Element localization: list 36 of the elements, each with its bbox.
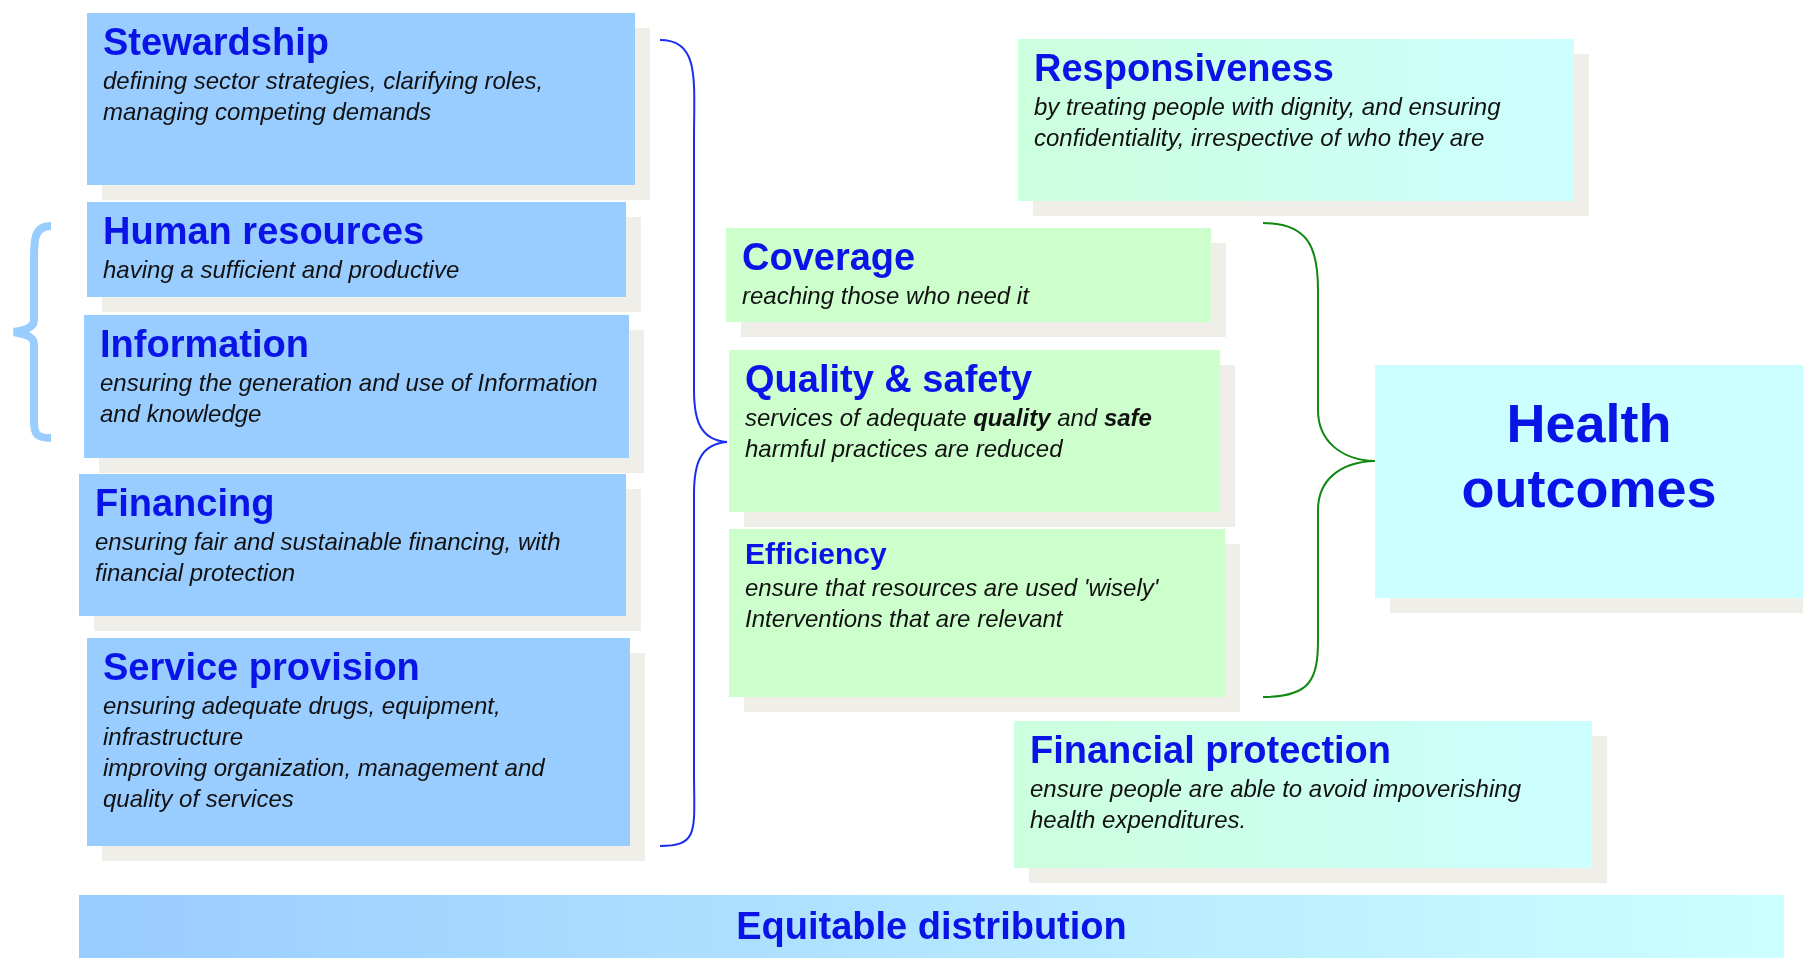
- box-description: having a sufficient and productive: [103, 254, 461, 285]
- category-box: [87, 13, 635, 185]
- box-description: managing competing demands: [103, 96, 433, 127]
- box-heading: Information: [100, 323, 310, 367]
- box-heading: Service provision: [103, 646, 421, 690]
- box-heading: Financial protection: [1030, 729, 1393, 773]
- category-box: [1014, 721, 1592, 868]
- box-description: ensure that resources are used 'wisely': [745, 572, 1160, 603]
- box-description: by treating people with dignity, and ensuring confidentiality, irrespective of who they are: [1034, 91, 1502, 153]
- box-heading: Stewardship: [103, 21, 330, 65]
- banner-bar: [79, 895, 1784, 958]
- box-heading: Equitable distribution: [736, 904, 1127, 949]
- box-description: ensure people are able to avoid impoverishing health expenditures.: [1030, 773, 1522, 835]
- box-heading: Human resources: [103, 210, 425, 254]
- box-description: defining sector strategies, clarifying roles,: [103, 65, 545, 96]
- box-description: Interventions that are relevant: [745, 603, 1064, 634]
- category-box: [87, 638, 630, 846]
- box-description: ensuring fair and sustainable financing, with financial protection: [95, 526, 562, 588]
- box-heading: Efficiency: [745, 537, 888, 572]
- category-box: [729, 529, 1225, 697]
- box-description: improving organization, management and quality of services: [103, 753, 546, 815]
- category-box: [729, 350, 1220, 512]
- box-heading: Coverage: [742, 236, 917, 280]
- category-box: [726, 228, 1211, 322]
- box-description: ensuring the generation and use of Information and knowledge: [100, 367, 599, 429]
- box-heading: Quality & safety: [745, 358, 1034, 402]
- category-box: [79, 474, 626, 616]
- category-box: [87, 202, 626, 297]
- box-description: reaching those who need it: [742, 280, 1031, 311]
- category-box: [1018, 39, 1574, 201]
- category-box: [84, 315, 629, 458]
- box-heading: Responsiveness: [1034, 47, 1335, 91]
- box-heading: Health outcomes: [1460, 391, 1718, 520]
- box-heading: Financing: [95, 482, 276, 526]
- box-description: services of adequate quality and safe harmful practices are reduced: [745, 402, 1153, 464]
- outcome-box: [1375, 365, 1803, 598]
